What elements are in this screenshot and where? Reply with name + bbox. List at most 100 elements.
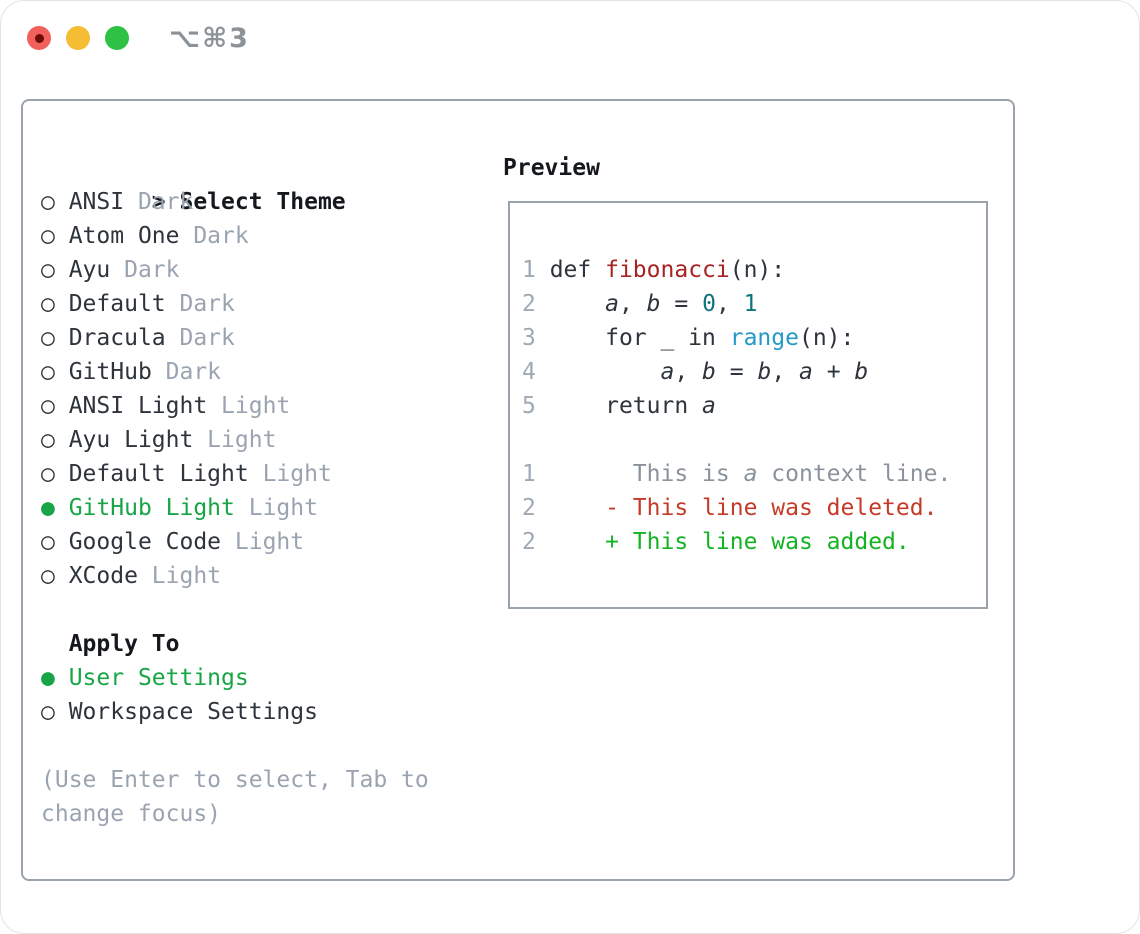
option-label: Dracula (68, 325, 166, 351)
zoom-button[interactable] (105, 26, 129, 50)
radio-icon: ○ (41, 291, 69, 317)
theme-option[interactable]: ○ Atom One Dark (41, 219, 429, 253)
line-number: 2 (522, 495, 536, 521)
option-label: Ayu Light (68, 427, 194, 453)
spacer (41, 729, 429, 763)
code-token: , (715, 291, 744, 317)
theme-option[interactable]: ○ GitHub Dark (41, 355, 429, 389)
line-number: 2 (522, 529, 536, 555)
code-token: , (771, 359, 800, 385)
theme-variant-tag: Dark (110, 257, 180, 283)
theme-variant-tag: Light (193, 427, 277, 453)
option-label: Workspace Settings (68, 699, 318, 725)
code-token: (n): (729, 257, 786, 283)
theme-variant-tag: Dark (165, 325, 235, 351)
theme-option[interactable]: ○ XCode Light (41, 559, 429, 593)
code-token: = (715, 359, 758, 385)
line-number: 3 (522, 325, 536, 351)
code-token: + This line was added. (605, 529, 910, 555)
theme-option[interactable]: ○ Google Code Light (41, 525, 429, 559)
code-line: 5 return a (522, 389, 986, 423)
code-token: This is (535, 461, 744, 487)
code-token: b (646, 291, 661, 317)
prompt-icon: > (151, 189, 166, 215)
line-number: 5 (522, 393, 536, 419)
code-token (536, 291, 605, 317)
theme-option[interactable]: ○ ANSI Dark (41, 185, 429, 219)
code-token: a (660, 359, 675, 385)
radio-selected-icon: ● (41, 495, 69, 521)
theme-option[interactable]: ○ Dracula Dark (41, 321, 429, 355)
code-token: fibonacci (605, 257, 730, 283)
code-token (536, 359, 661, 385)
code-token: def (535, 257, 606, 283)
theme-option[interactable]: ○ Default Light Light (41, 457, 429, 491)
apply-to-option[interactable]: ○ Workspace Settings (41, 695, 429, 729)
code-token: return (535, 393, 703, 419)
radio-icon: ○ (41, 223, 69, 249)
theme-variant-tag: Light (221, 529, 305, 555)
theme-picker-panel: >Select Theme ○ ANSI Dark○ Atom One Dark… (21, 99, 1015, 881)
code-line: 4 a, b = b, a + b (522, 355, 986, 389)
apply-to-list: ● User Settings○ Workspace Settings (41, 661, 429, 729)
radio-icon: ○ (41, 699, 69, 725)
code-token: a (743, 461, 758, 487)
option-label: Ayu (68, 257, 111, 283)
code-token: context line. (757, 461, 952, 487)
theme-option[interactable]: ○ Ayu Light Light (41, 423, 429, 457)
option-label: Default Light (68, 461, 249, 487)
theme-list: ○ ANSI Dark○ Atom One Dark○ Ayu Dark○ De… (41, 185, 429, 593)
code-token: , (674, 359, 703, 385)
unsaved-dot-icon (34, 33, 44, 43)
code-line: 2 a, b = 0, 1 (522, 287, 986, 321)
radio-icon: ○ (41, 189, 69, 215)
line-number: 2 (522, 291, 536, 317)
code-token (536, 529, 605, 555)
radio-icon: ○ (41, 461, 69, 487)
apply-to-option[interactable]: ● User Settings (41, 661, 429, 695)
code-token: 1 (743, 291, 758, 317)
window-title: ⌥⌘3 (169, 23, 250, 54)
radio-icon: ○ (41, 427, 69, 453)
theme-option[interactable]: ● GitHub Light Light (41, 491, 429, 525)
theme-option[interactable]: ○ Ayu Dark (41, 253, 429, 287)
code-token: b (854, 359, 869, 385)
code-token: , (618, 291, 647, 317)
code-token: 0 (702, 291, 716, 317)
option-label: GitHub Light (68, 495, 235, 521)
code-token: range (729, 325, 799, 351)
radio-icon: ○ (41, 257, 69, 283)
line-number: 4 (522, 359, 536, 385)
code-token: (n): (798, 325, 855, 351)
code-line: 1 def fibonacci(n): (522, 253, 986, 287)
radio-selected-icon: ● (41, 665, 69, 691)
code-token: for _ in (535, 325, 730, 351)
code-token: = (660, 291, 703, 317)
spacer (41, 593, 429, 627)
code-token: - This line was deleted. (605, 495, 938, 521)
radio-icon: ○ (41, 325, 69, 351)
select-theme-title: Select Theme (179, 189, 346, 215)
titlebar: ⌥⌘3 (1, 1, 1139, 76)
theme-variant-tag: Dark (179, 223, 249, 249)
option-label: ANSI Light (68, 393, 208, 419)
code-line: 2 + This line was added. (522, 525, 986, 559)
option-label: Default (68, 291, 166, 317)
option-label: Atom One (68, 223, 180, 249)
theme-option[interactable]: ○ ANSI Light Light (41, 389, 429, 423)
close-button[interactable] (27, 26, 51, 50)
radio-icon: ○ (41, 359, 69, 385)
minimize-button[interactable] (66, 26, 90, 50)
code-line: 1 This is a context line. (522, 457, 986, 491)
theme-variant-tag: Light (248, 461, 332, 487)
code-line: 3 for _ in range(n): (522, 321, 986, 355)
theme-option[interactable]: ○ Default Dark (41, 287, 429, 321)
code-line (522, 423, 986, 457)
option-label: ANSI (68, 189, 125, 215)
code-line: 2 - This line was deleted. (522, 491, 986, 525)
select-theme-header: > Select Theme (41, 151, 429, 215)
option-label: Google Code (68, 529, 222, 555)
